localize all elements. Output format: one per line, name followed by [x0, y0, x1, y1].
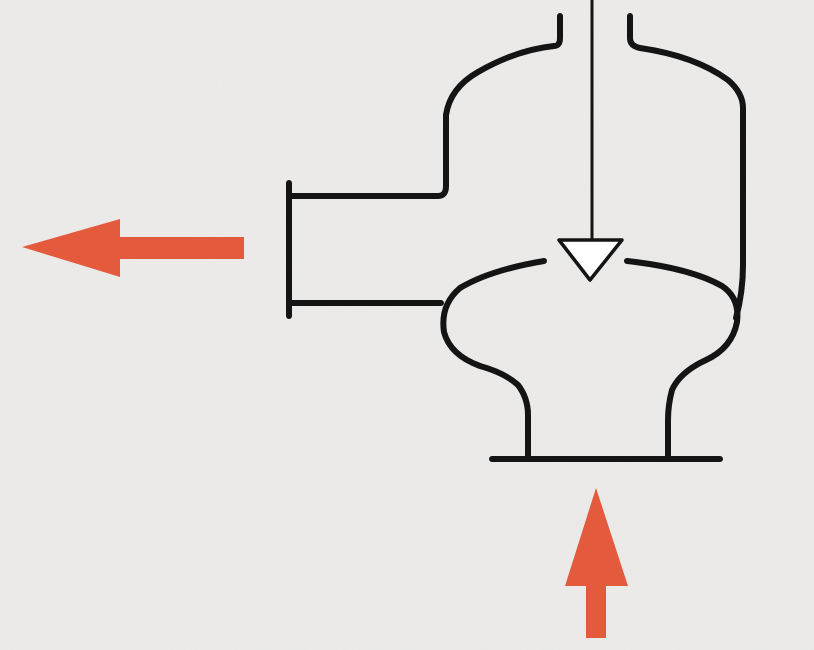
arrow-up-icon [565, 488, 628, 638]
triangle-down-icon [557, 238, 624, 282]
upper-body-right-wall [627, 13, 746, 321]
bulb-left-contour [440, 258, 547, 461]
arrow-left-icon [22, 219, 244, 277]
outlet-pipe-upper-wall [286, 13, 563, 199]
bulb-right-contour [624, 258, 741, 461]
